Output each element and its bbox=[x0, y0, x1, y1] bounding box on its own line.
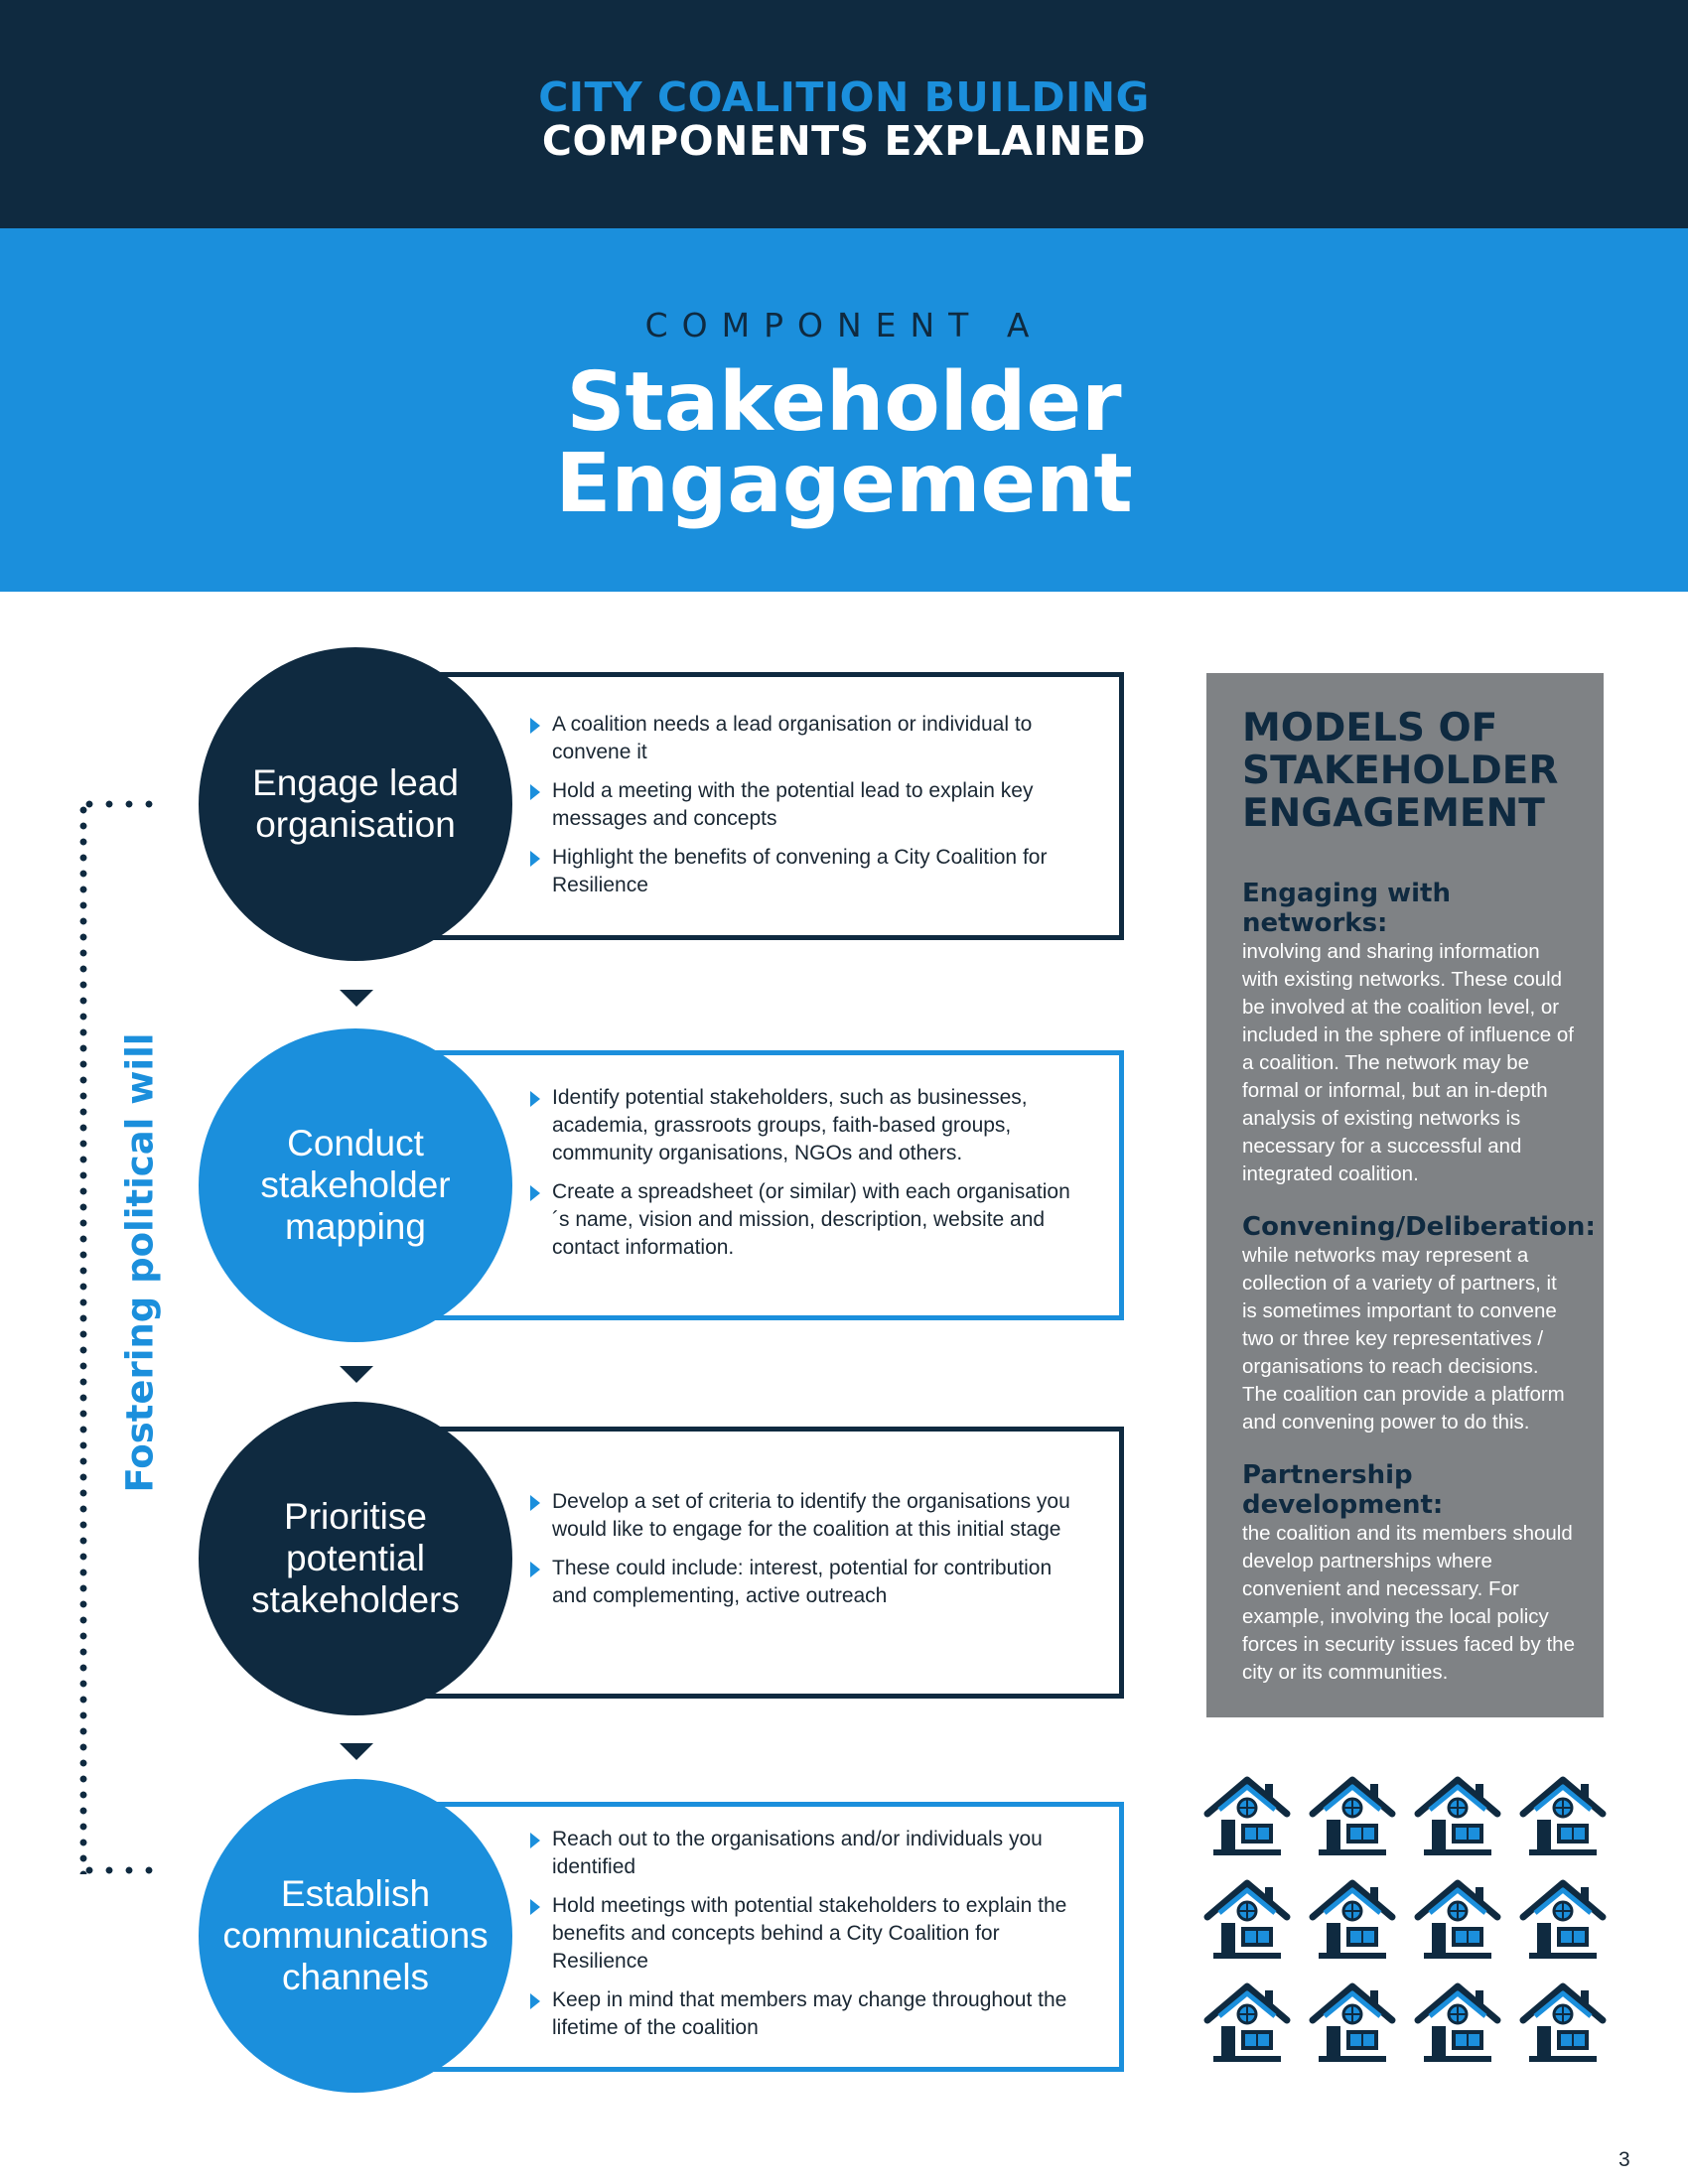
step-3-title: Prioritise potential stakeholders bbox=[251, 1496, 460, 1620]
header-line-2: COMPONENTS EXPLAINED bbox=[541, 117, 1147, 165]
sidebar-heading: Convening/Deliberation: bbox=[1242, 1212, 1596, 1242]
step-2-title: Conduct stakeholder mapping bbox=[260, 1123, 451, 1247]
sidebar-heading: Engaging with networks: bbox=[1242, 879, 1451, 938]
component-title-line-2: Engagement bbox=[555, 437, 1133, 531]
bracket-dotted-line bbox=[79, 802, 87, 1874]
step-2-box bbox=[397, 1050, 1124, 1320]
component-kicker: COMPONENT A bbox=[644, 306, 1044, 344]
list-item: A coalition needs a lead organisation or… bbox=[526, 711, 1082, 766]
bracket-bottom-dots bbox=[79, 1866, 163, 1874]
step-2-circle: Conduct stakeholder mapping bbox=[199, 1028, 512, 1342]
component-title-line-1: Stakeholder bbox=[566, 355, 1122, 450]
house-icon bbox=[1517, 1770, 1609, 1861]
step-3-bullets: Develop a set of criteria to identify th… bbox=[526, 1488, 1082, 1621]
step-3-box bbox=[397, 1427, 1124, 1699]
list-item: Hold a meeting with the potential lead t… bbox=[526, 777, 1082, 833]
house-icon bbox=[1201, 1770, 1293, 1861]
arrow-down-icon bbox=[340, 1743, 373, 1760]
house-icon bbox=[1307, 1873, 1398, 1965]
list-item: Identify potential stakeholders, such as… bbox=[526, 1084, 1082, 1167]
house-icon bbox=[1201, 1977, 1293, 2068]
step-1-circle: Engage lead organisation bbox=[199, 647, 512, 961]
list-item: These could include: interest, potential… bbox=[526, 1555, 1082, 1610]
house-icon bbox=[1412, 1873, 1503, 1965]
house-icon bbox=[1201, 1873, 1293, 1965]
sidebar-body: involving and sharing information with e… bbox=[1242, 940, 1574, 1185]
step-2-bullets: Identify potential stakeholders, such as… bbox=[526, 1084, 1082, 1273]
step-1-title: Engage lead organisation bbox=[252, 762, 459, 845]
step-4-title: Establish communications channels bbox=[222, 1873, 489, 1997]
arrow-down-icon bbox=[340, 1366, 373, 1383]
house-icon bbox=[1307, 1770, 1398, 1861]
list-item: Develop a set of criteria to identify th… bbox=[526, 1488, 1082, 1544]
house-icon bbox=[1307, 1977, 1398, 2068]
list-item: Highlight the benefits of convening a Ci… bbox=[526, 844, 1082, 899]
arrow-down-icon bbox=[340, 990, 373, 1007]
list-item: Create a spreadsheet (or similar) with e… bbox=[526, 1178, 1082, 1262]
step-1-box bbox=[397, 672, 1124, 940]
sidebar-body: the coalition and its members should dev… bbox=[1242, 1522, 1575, 1684]
step-4-circle: Establish communications channels bbox=[199, 1779, 512, 2093]
step-3-circle: Prioritise potential stakeholders bbox=[199, 1402, 512, 1715]
sidebar-body: while networks may represent a collectio… bbox=[1242, 1244, 1565, 1433]
header-band: CITY COALITION BUILDING COMPONENTS EXPLA… bbox=[0, 0, 1688, 228]
fostering-political-will-label: Fostering political will bbox=[118, 1032, 162, 1493]
step-1-bullets: A coalition needs a lead organisation or… bbox=[526, 711, 1082, 910]
component-band: COMPONENT A Stakeholder Engagement bbox=[0, 228, 1688, 592]
step-4-bullets: Reach out to the organisations and/or in… bbox=[526, 1826, 1082, 2053]
sidebar-title: MODELS OF STAKEHOLDER ENGAGEMENT bbox=[1242, 706, 1559, 836]
list-item: Keep in mind that members may change thr… bbox=[526, 1986, 1082, 2042]
sidebar-heading: Partnership development: bbox=[1242, 1460, 1444, 1520]
page-number: 3 bbox=[1618, 2148, 1630, 2171]
house-icon bbox=[1517, 1873, 1609, 1965]
header-line-1: CITY COALITION BUILDING bbox=[538, 73, 1150, 121]
step-4-box bbox=[397, 1802, 1124, 2072]
bracket-top-dots bbox=[79, 800, 163, 808]
house-icon bbox=[1412, 1770, 1503, 1861]
house-icon bbox=[1412, 1977, 1503, 2068]
list-item: Reach out to the organisations and/or in… bbox=[526, 1826, 1082, 1881]
models-sidebar: MODELS OF STAKEHOLDER ENGAGEMENT Engagin… bbox=[1206, 673, 1604, 1717]
house-icon bbox=[1517, 1977, 1609, 2068]
list-item: Hold meetings with potential stakeholder… bbox=[526, 1892, 1082, 1976]
